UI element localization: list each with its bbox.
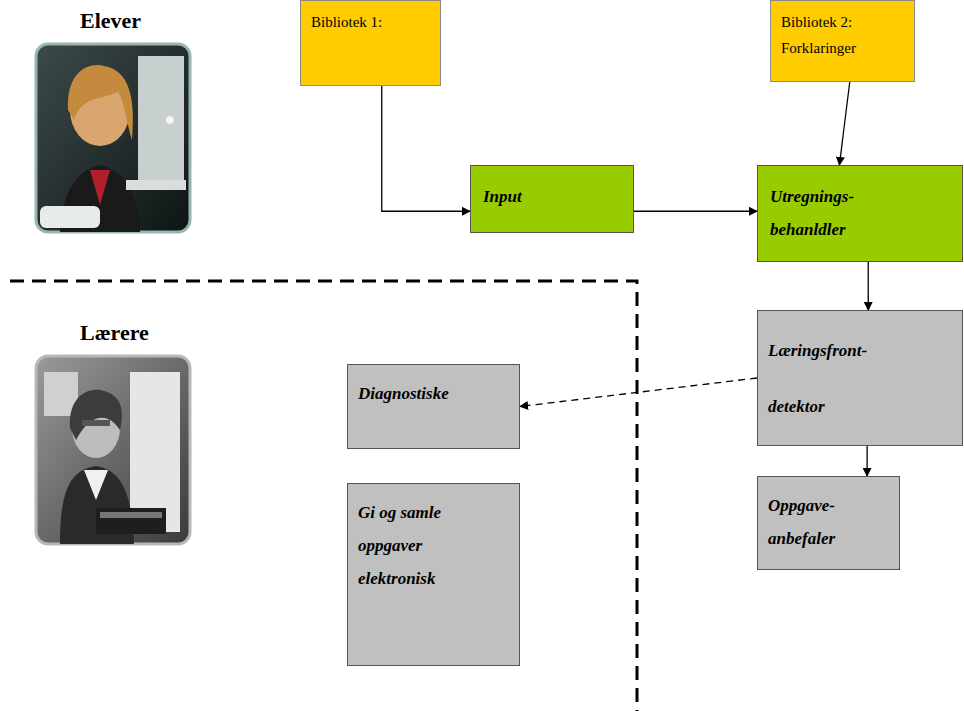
module-box: Gi og samle oppgaver elektronisk xyxy=(347,483,520,666)
flow-arrow xyxy=(839,82,849,165)
box-text: Læringsfront- detektor xyxy=(768,323,898,435)
box-text: Diagnostiske xyxy=(358,377,509,410)
dashed-arrow xyxy=(520,378,757,407)
module-box: Diagnostiske xyxy=(347,364,520,449)
group-label: Lærere xyxy=(80,320,149,346)
flow-arrow xyxy=(866,446,867,476)
process-box: Input xyxy=(470,165,634,233)
box-text: Bibliotek 2: Forklaringer xyxy=(781,9,904,62)
library-box: Bibliotek 2: Forklaringer xyxy=(770,0,915,82)
box-text: Utregnings- behanldler xyxy=(770,180,890,246)
flow-arrow xyxy=(634,211,757,212)
user-boundary xyxy=(10,281,637,711)
flow-arrow xyxy=(382,86,470,211)
box-text: Gi og samle oppgaver elektronisk xyxy=(358,496,476,595)
box-text: Input xyxy=(483,180,621,213)
box-text: Oppgave- anbefaler xyxy=(768,489,878,555)
module-box: Oppgave- anbefaler xyxy=(757,476,900,570)
process-box: Utregnings- behanldler xyxy=(757,165,963,262)
student-photo xyxy=(36,44,190,232)
library-box: Bibliotek 1: xyxy=(300,0,441,86)
flow-arrow xyxy=(868,262,869,310)
teacher-photo xyxy=(36,356,190,544)
module-box: Læringsfront- detektor xyxy=(757,310,963,446)
box-text: Bibliotek 1: xyxy=(311,9,430,35)
group-label: Elever xyxy=(80,8,141,34)
